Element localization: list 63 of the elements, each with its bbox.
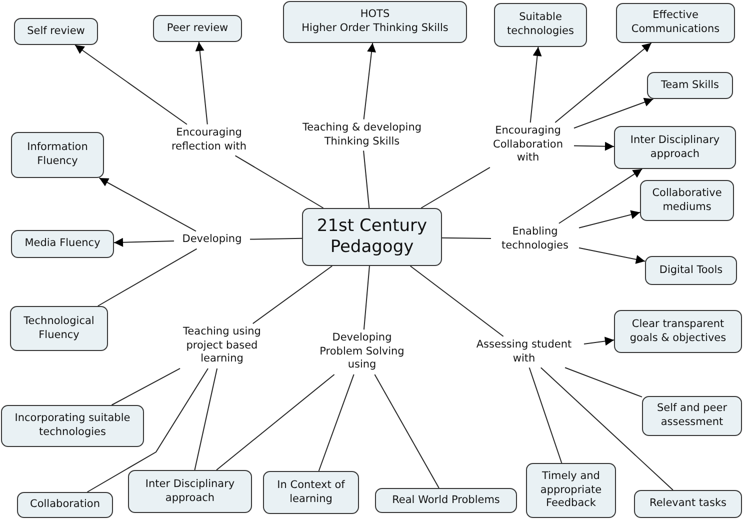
concept-box: Information Fluency <box>11 132 104 178</box>
arrow <box>363 42 376 120</box>
arrow <box>558 168 643 224</box>
arrow <box>578 210 640 228</box>
connector-line <box>528 367 562 464</box>
concept-box: Media Fluency <box>11 230 114 258</box>
connector-line <box>442 237 492 239</box>
concept-box: Self and peer assessment <box>642 396 742 436</box>
arrow <box>584 336 614 346</box>
connector-line <box>234 155 324 208</box>
concept-box: Suitable technologies <box>494 3 587 47</box>
concept-box: Incorporating suitable technologies <box>1 405 144 447</box>
arrow <box>74 44 188 125</box>
concept-box: Team Skills <box>647 72 733 99</box>
concept-box <box>283 1 467 43</box>
connector-line <box>410 266 504 337</box>
concept-heading: HOTS <box>360 8 390 22</box>
connector-line <box>252 266 333 324</box>
concept-box: Real World Problems <box>375 488 517 513</box>
arrow <box>554 42 652 124</box>
linking-phrase: Teaching & developing Thinking Skills <box>292 121 432 149</box>
concept-text: Higher Order Thinking Skills <box>302 22 448 36</box>
connector-line <box>318 374 354 472</box>
connector-line <box>216 374 335 470</box>
linking-phrase: Teaching using project based learning <box>174 326 270 366</box>
arrow <box>574 142 614 151</box>
connector-line <box>194 368 218 470</box>
connector-line <box>420 166 490 208</box>
concept-box: Inter Disciplinary approach <box>128 470 252 513</box>
concept-box: Digital Tools <box>645 256 737 285</box>
concept-box: Relevant tasks <box>634 490 742 518</box>
connector-line <box>97 248 198 306</box>
linking-phrase: Encouraging Collaboration with <box>484 124 572 166</box>
concept-box: Self review <box>14 18 98 45</box>
concept-box: Clear transparent goals & objectives <box>614 310 742 353</box>
connector-line <box>111 368 181 406</box>
concept-box: Inter Disciplinary approach <box>614 126 736 169</box>
linking-phrase: Developing Problem Solving using <box>310 332 414 372</box>
concept-box: In Context of learning <box>263 471 359 514</box>
arrow <box>114 238 174 247</box>
central-concept-box: 21st Century Pedagogy <box>302 208 442 266</box>
connector-line <box>363 150 370 208</box>
connector-line <box>86 368 209 492</box>
connector-line <box>250 238 302 240</box>
concept-box: Technological Fluency <box>10 306 108 351</box>
concept-box: Peer review <box>153 15 242 42</box>
connector-line <box>540 367 674 490</box>
concept-box: Collaborative mediums <box>640 180 734 221</box>
linking-phrase: Developing <box>176 233 248 247</box>
connector-line <box>564 367 642 398</box>
connector-line <box>363 266 370 330</box>
arrow <box>98 178 196 232</box>
concept-box: Effective Communications <box>616 3 735 43</box>
arrow <box>195 42 208 125</box>
linking-phrase: Assessing student with <box>466 338 582 366</box>
connector-line <box>374 374 440 488</box>
concept-box: Collaboration <box>17 492 113 518</box>
concept-box: Timely and appropriate Feedback <box>526 463 616 518</box>
linking-phrase: Enabling technologies <box>493 225 577 253</box>
arrow <box>578 247 646 264</box>
arrow <box>574 98 654 129</box>
arrow <box>530 46 542 124</box>
linking-phrase: Encouraging reflection with <box>170 126 248 154</box>
